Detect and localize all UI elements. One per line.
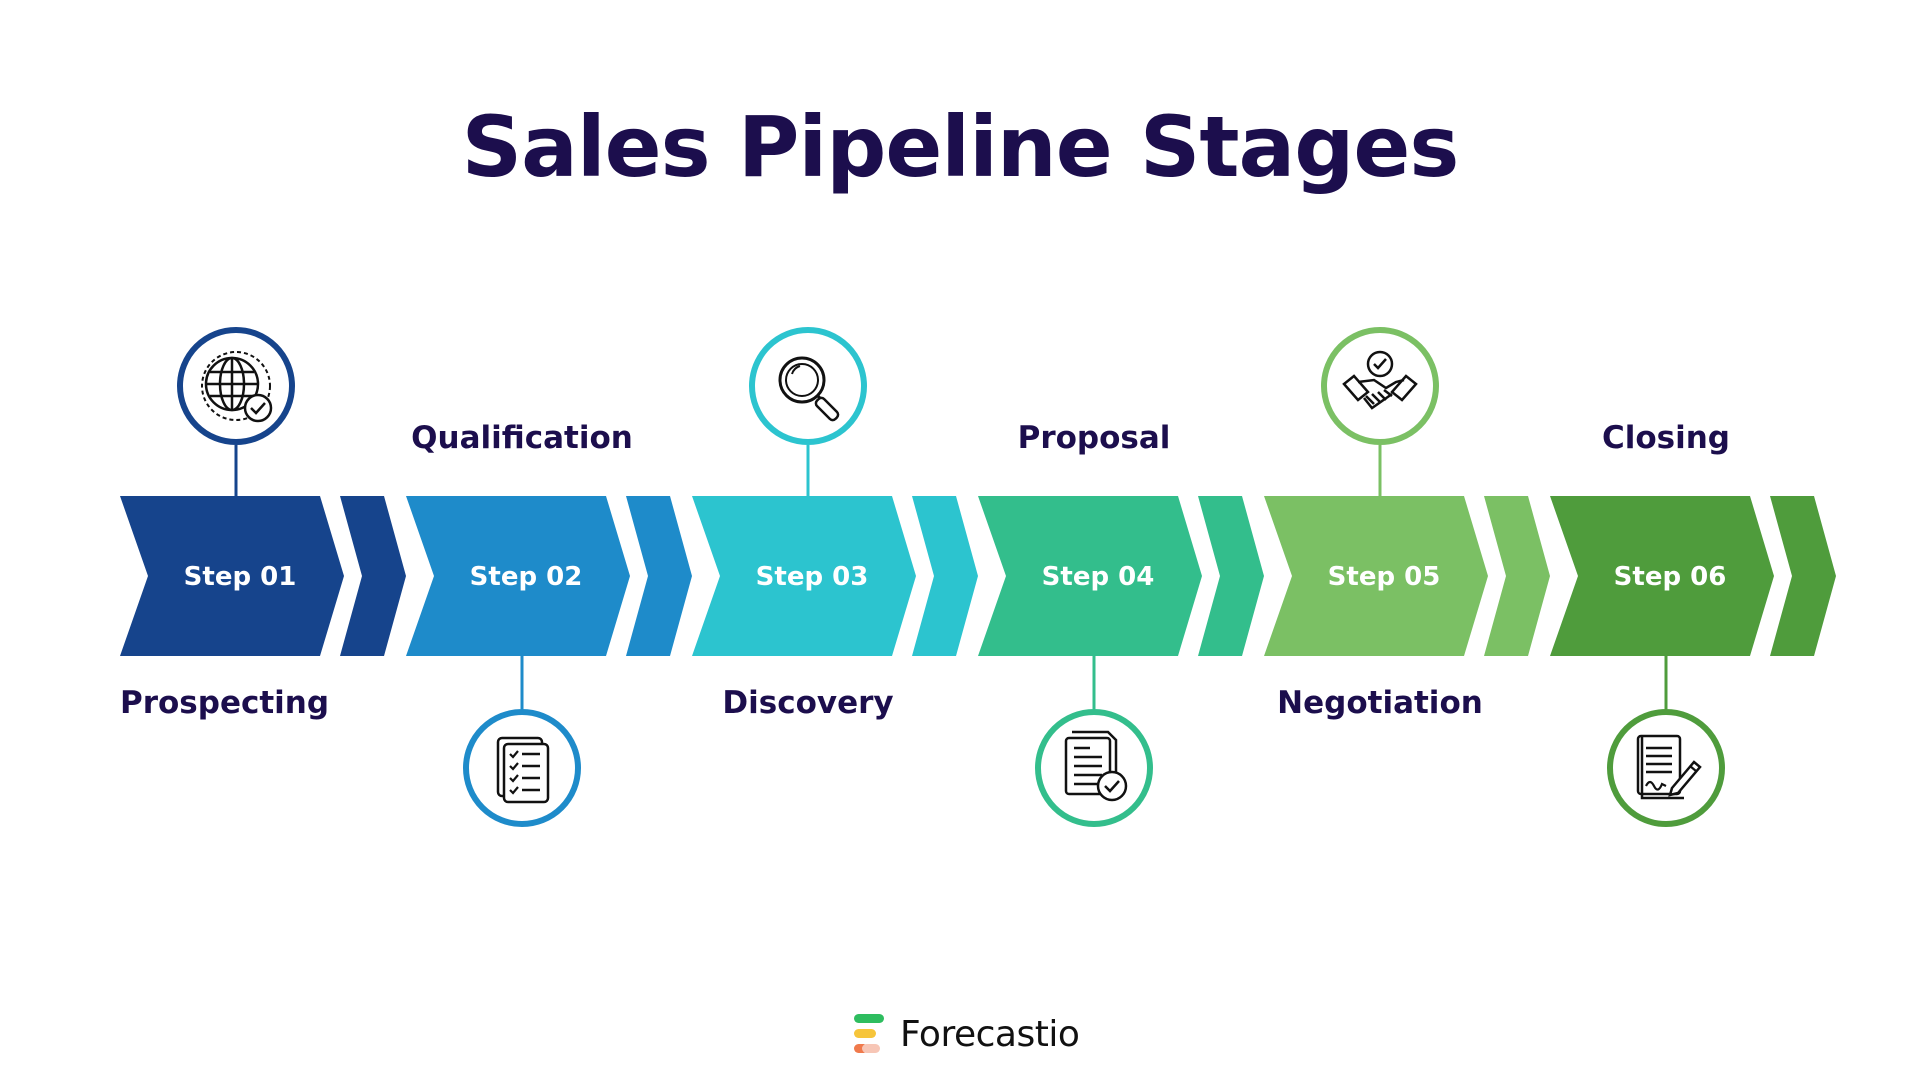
globe-check-icon — [201, 351, 273, 423]
logo-bar — [854, 1014, 884, 1023]
stage-chevron — [692, 496, 916, 656]
step-label: Step 05 — [1328, 562, 1441, 592]
stage-chevron — [1264, 496, 1488, 656]
step-label: Step 04 — [1042, 562, 1155, 592]
brand-name: Forecastio — [900, 1013, 1080, 1055]
stage-name: Prospecting — [120, 685, 329, 721]
step-label: Step 01 — [184, 562, 297, 592]
icon-circle — [177, 327, 295, 445]
stage-arrow — [626, 496, 692, 656]
stage-4: Step 04 Proposal — [978, 420, 1264, 827]
stage-arrow — [912, 496, 978, 656]
magnifier-icon — [778, 356, 840, 422]
step-label: Step 06 — [1614, 562, 1727, 592]
stage-name: Negotiation — [1277, 685, 1483, 721]
stage-arrow — [1198, 496, 1264, 656]
stage-chevron — [406, 496, 630, 656]
logo-bar — [862, 1044, 880, 1053]
stage-name: Proposal — [1018, 420, 1171, 456]
stage-name: Qualification — [411, 420, 633, 456]
stage-3: Step 03 Discovery — [692, 327, 978, 721]
document-check-icon — [1064, 730, 1128, 802]
logo-bar — [854, 1029, 876, 1038]
stage-chevron — [978, 496, 1202, 656]
stage-1: Step 01 Prospecting — [120, 327, 406, 721]
stage-arrow — [340, 496, 406, 656]
stage-chevron — [1550, 496, 1774, 656]
stage-6: Step 06 Closing — [1550, 420, 1836, 827]
stage-5: Step 05 Negotiation — [1264, 327, 1550, 721]
stage-arrow — [1770, 496, 1836, 656]
page-title: Sales Pipeline Stages — [461, 98, 1460, 196]
checklist-icon — [496, 736, 550, 804]
stage-chevron — [120, 496, 344, 656]
handshake-icon — [1342, 350, 1418, 410]
contract-sign-icon — [1636, 734, 1702, 800]
brand-footer: Forecastio — [852, 1006, 1080, 1062]
forecastio-logo-icon — [854, 1014, 884, 1053]
stage-name: Closing — [1602, 420, 1730, 456]
step-label: Step 02 — [470, 562, 583, 592]
stage-2: Step 02 Qualification — [406, 420, 692, 827]
step-label: Step 03 — [756, 562, 869, 592]
stage-name: Discovery — [722, 685, 893, 721]
stage-arrow — [1484, 496, 1550, 656]
icon-circle — [1321, 327, 1439, 445]
